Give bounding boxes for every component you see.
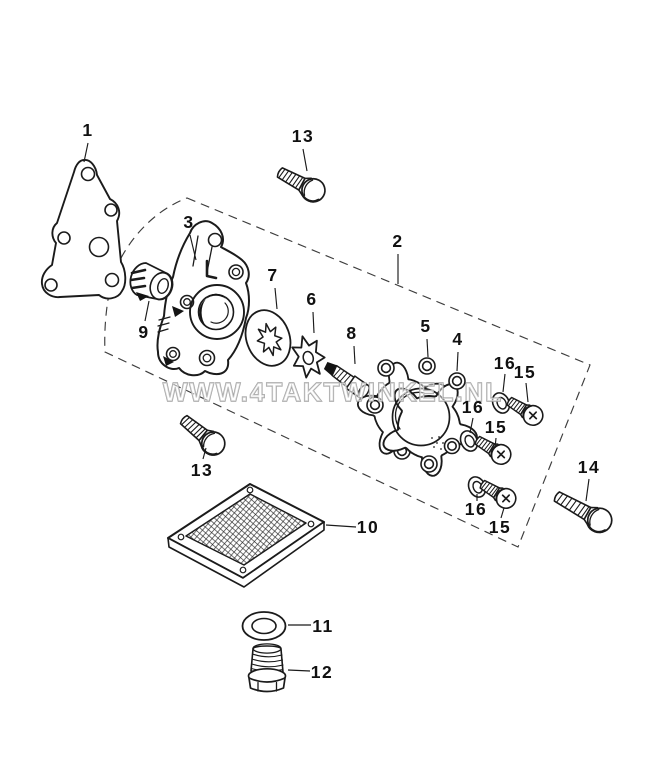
callout-12: 12 bbox=[311, 662, 333, 682]
callout-3: 3 bbox=[183, 212, 194, 232]
callout-16: 16 bbox=[494, 353, 516, 373]
callout-8: 8 bbox=[346, 323, 357, 343]
callout-7: 7 bbox=[267, 265, 278, 285]
part-13-bolt-left bbox=[174, 408, 231, 461]
callout-4: 4 bbox=[452, 329, 463, 349]
watermark-text: WWW.4TAKTWINKEL.NL bbox=[163, 377, 503, 407]
leader-line-16 bbox=[469, 417, 474, 434]
leader-line-10 bbox=[325, 524, 357, 528]
callout-15: 15 bbox=[489, 517, 511, 537]
part-7-outer-rotor bbox=[244, 309, 292, 367]
leader-line-3 bbox=[189, 234, 197, 261]
callout-13: 13 bbox=[191, 460, 213, 480]
part-4-pump-cover bbox=[384, 372, 477, 476]
callout-14: 14 bbox=[578, 457, 600, 477]
part-14-bolt bbox=[548, 484, 618, 538]
part-11-sealing-washer bbox=[241, 611, 287, 641]
part-3-pump-body bbox=[156, 220, 250, 377]
leader-line-5 bbox=[426, 338, 429, 358]
callout-2: 2 bbox=[392, 231, 403, 251]
cover-stipple bbox=[431, 436, 444, 450]
leader-line-1 bbox=[83, 142, 89, 163]
leader-line-8 bbox=[353, 345, 356, 365]
callout-15: 15 bbox=[514, 362, 536, 382]
part-10-filter-screen bbox=[167, 483, 325, 588]
callout-11: 11 bbox=[312, 616, 334, 636]
leader-line-15 bbox=[525, 382, 529, 403]
part-1-gasket-plate bbox=[40, 159, 127, 300]
callout-10: 10 bbox=[357, 517, 379, 537]
leader-line-9 bbox=[144, 300, 150, 322]
callout-9: 9 bbox=[138, 322, 149, 342]
part-9-bushing bbox=[129, 262, 174, 301]
leader-line-14 bbox=[585, 478, 590, 502]
callout-13: 13 bbox=[292, 126, 314, 146]
part-8-shaft bbox=[323, 361, 370, 399]
callout-6: 6 bbox=[306, 289, 317, 309]
leader-line-15 bbox=[494, 437, 497, 449]
callout-5: 5 bbox=[420, 316, 431, 336]
leader-line-16 bbox=[502, 373, 506, 393]
part-13-bolt-top bbox=[272, 160, 331, 208]
leader-line-13 bbox=[302, 148, 308, 172]
callout-15: 15 bbox=[485, 417, 507, 437]
part-15-screw-top bbox=[502, 391, 548, 430]
leader-line-4 bbox=[456, 351, 459, 372]
callout-1: 1 bbox=[82, 120, 93, 140]
callout-16: 16 bbox=[465, 499, 487, 519]
leader-line-15 bbox=[500, 507, 505, 519]
part-6-inner-rotor bbox=[287, 332, 328, 380]
leader-line-12 bbox=[287, 669, 311, 672]
leader-line-6 bbox=[312, 311, 315, 334]
callout-16: 16 bbox=[462, 397, 484, 417]
leader-line-7 bbox=[274, 287, 278, 310]
leader-line-13 bbox=[202, 447, 207, 460]
part-12-drain-plug bbox=[247, 643, 287, 693]
